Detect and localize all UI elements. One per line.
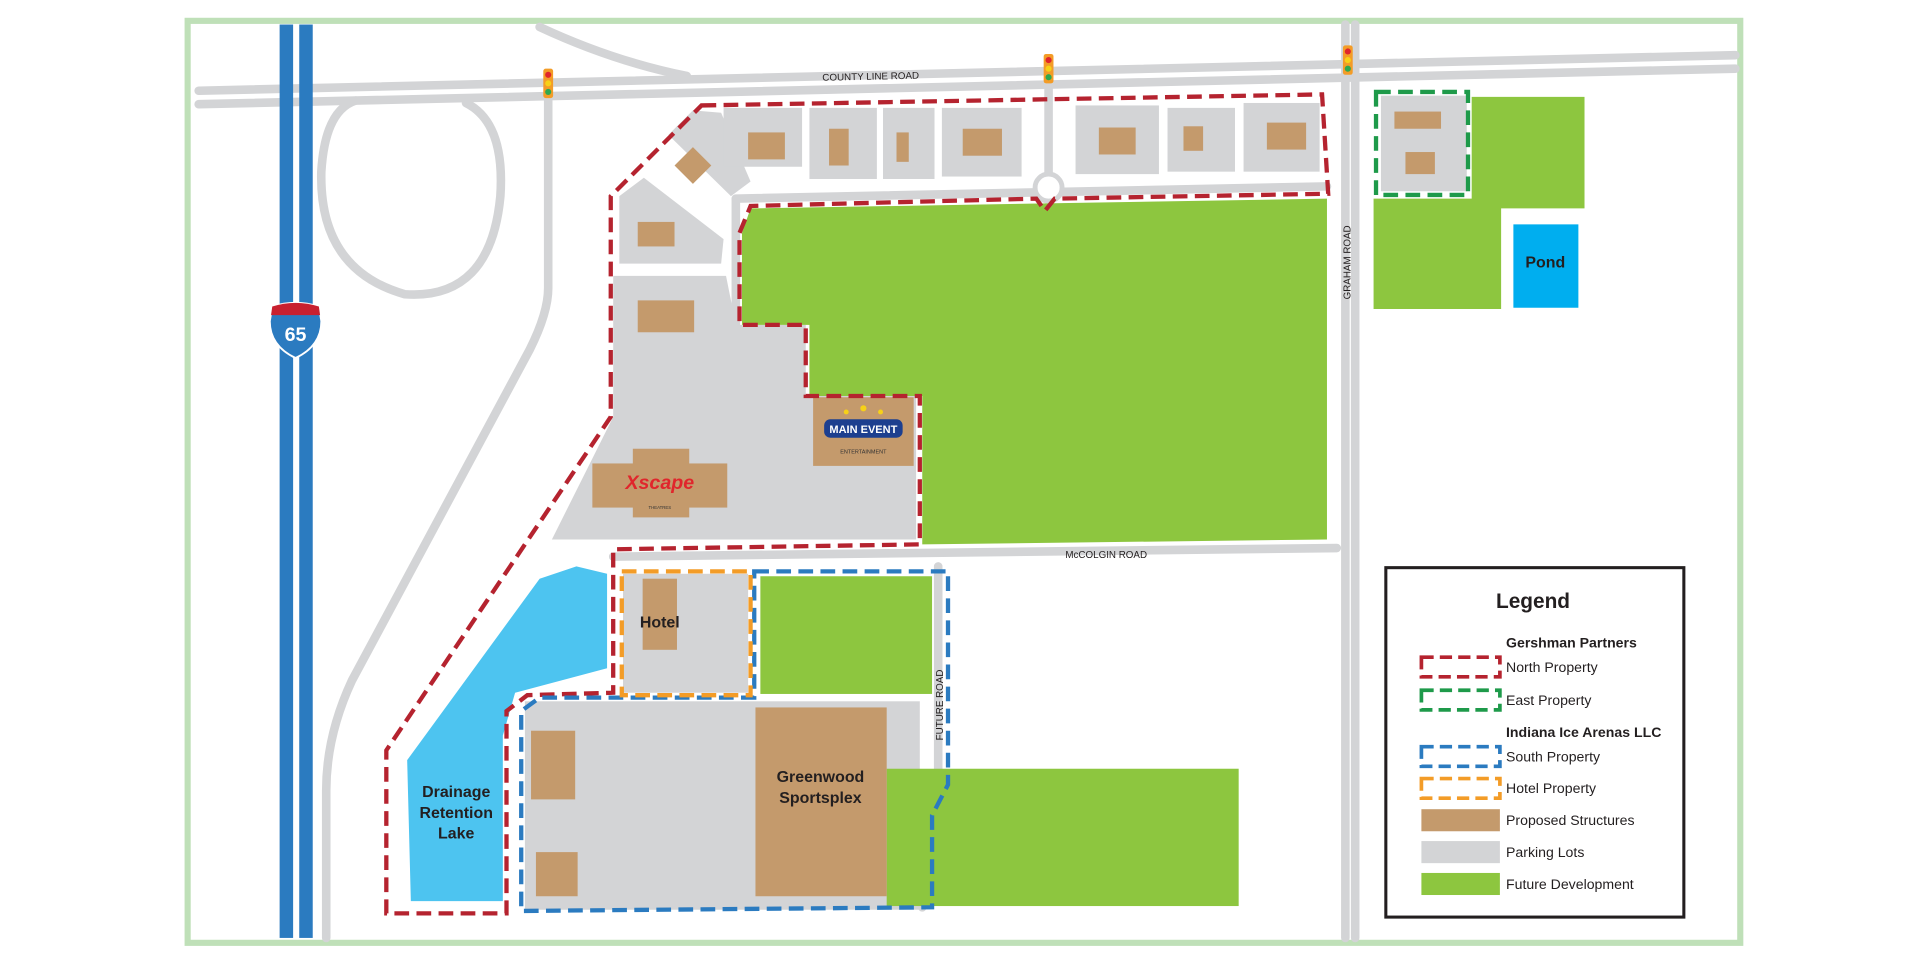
hotel-label: Hotel xyxy=(640,615,680,632)
graham-road-label: GRAHAM ROAD xyxy=(1342,225,1353,299)
lake-label-3: Lake xyxy=(438,826,474,843)
legend-item-development: Future Development xyxy=(1506,876,1634,892)
south-property-boundary xyxy=(519,569,951,914)
legend-item-parking: Parking Lots xyxy=(1506,844,1584,860)
legend-heading: Gershman Partners xyxy=(1506,634,1637,650)
mccolgin-road-label: McCOLGIN ROAD xyxy=(1065,550,1147,561)
sportsplex-label-2: Sportsplex xyxy=(779,790,862,807)
lake-label-2: Retention xyxy=(419,805,493,822)
shield-number: 65 xyxy=(285,324,307,346)
north-property-boundary xyxy=(384,92,1331,916)
pond-label: Pond xyxy=(1525,254,1565,271)
main-event-building: MAIN EVENT ENTERTAINMENT xyxy=(813,397,914,466)
stars-icon xyxy=(843,405,884,415)
legend-heading: Indiana Ice Arenas LLC xyxy=(1506,724,1661,740)
interstate-65 xyxy=(279,24,313,938)
traffic-light-icon xyxy=(1342,45,1353,75)
future-road-label: FUTURE ROAD xyxy=(935,670,946,741)
drainage-retention-lake xyxy=(407,566,608,902)
xscape-sub: THEATRES xyxy=(649,505,672,510)
east-property-boundary xyxy=(1373,89,1471,198)
main-event-logo: MAIN EVENT xyxy=(829,424,897,436)
hotel-property-boundary xyxy=(619,569,753,698)
county-line-road-label: COUNTY LINE ROAD xyxy=(822,71,919,84)
legend-title: Legend xyxy=(1496,590,1570,613)
xscape-building: Xscape THEATRES xyxy=(592,448,728,518)
legend-item-hotel: Hotel Property xyxy=(1506,780,1597,796)
legend-item-east: East Property xyxy=(1506,692,1592,708)
future-development xyxy=(741,96,1585,907)
traffic-light-icon xyxy=(543,68,554,99)
lake-label-1: Drainage xyxy=(422,784,490,801)
legend: Legend Gershman Partners North Property … xyxy=(1384,566,1686,919)
legend-item-north: North Property xyxy=(1506,659,1599,675)
xscape-logo: Xscape xyxy=(624,472,694,494)
legend-item-south: South Property xyxy=(1506,748,1601,764)
main-event-sub: ENTERTAINMENT xyxy=(840,450,887,456)
proposed-structures xyxy=(531,111,1442,897)
sportsplex-label-1: Greenwood xyxy=(777,769,865,786)
property-boundaries xyxy=(384,89,1471,916)
pond: Pond xyxy=(1513,224,1579,308)
interstate-shield-icon: 65 xyxy=(268,301,323,360)
legend-item-structures: Proposed Structures xyxy=(1506,812,1635,828)
traffic-light-icon xyxy=(1043,53,1054,84)
